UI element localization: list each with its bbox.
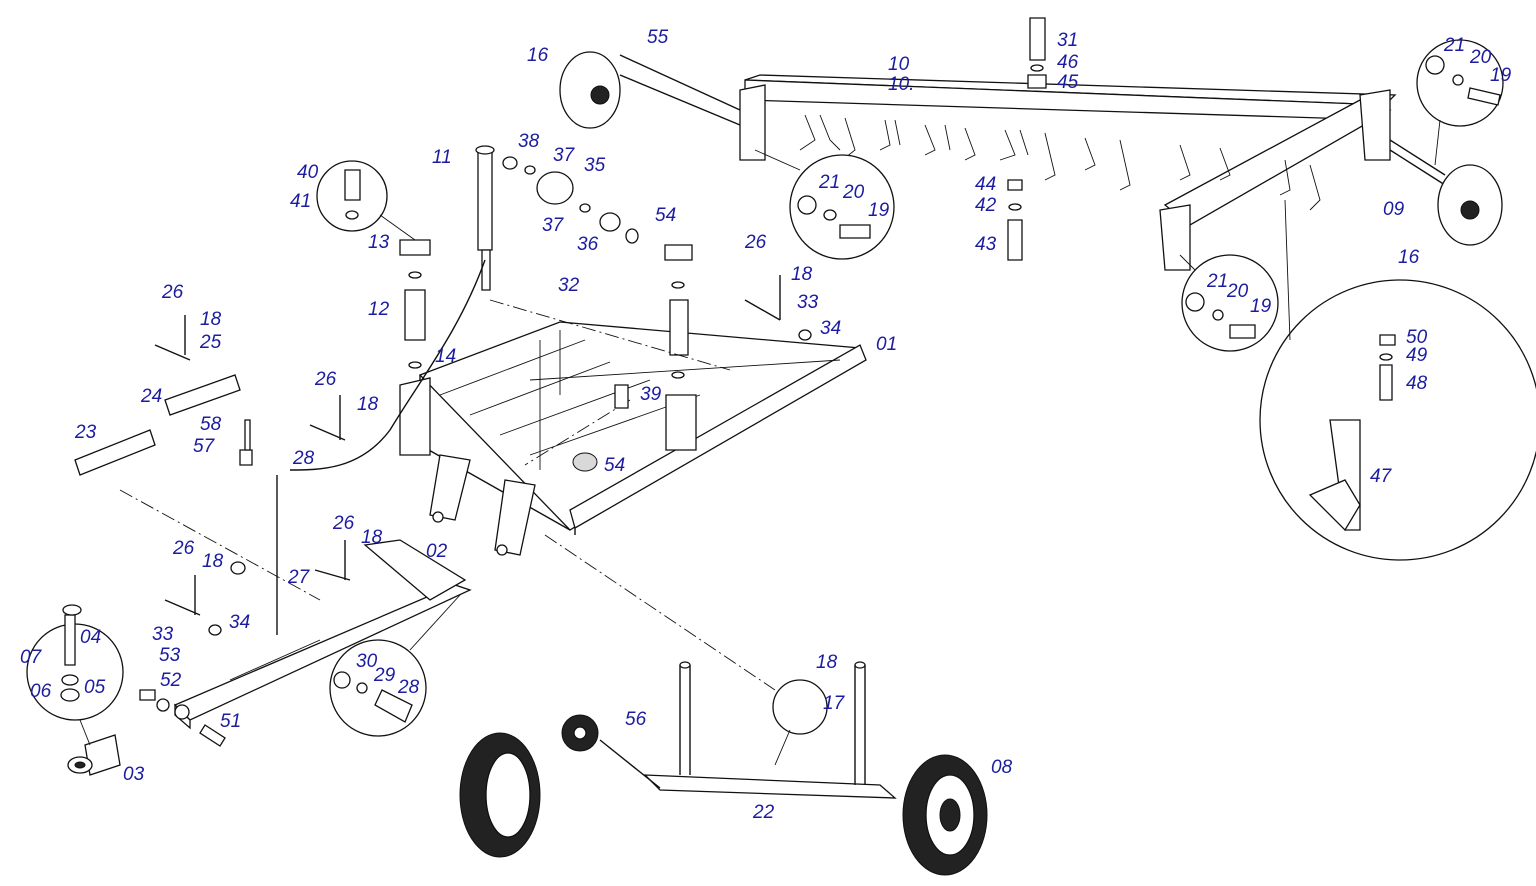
label-09: 09: [1383, 199, 1405, 220]
label-20-c: 20: [1469, 47, 1492, 68]
label-18-b: 18: [357, 394, 379, 415]
label-16-right: 16: [1398, 247, 1420, 268]
label-22: 22: [752, 802, 775, 823]
label-21-c: 21: [1443, 35, 1465, 56]
label-26-c: 26: [332, 513, 355, 534]
label-32: 32: [558, 275, 580, 296]
label-18-f: 18: [816, 652, 838, 673]
label-48: 48: [1406, 373, 1428, 394]
label-18-d: 18: [202, 551, 224, 572]
mast: [289, 145, 495, 471]
label-39: 39: [640, 384, 662, 405]
label-30: 30: [356, 651, 378, 672]
label-28-a: 28: [292, 448, 315, 469]
label-16-left: 16: [527, 45, 549, 66]
label-19-a: 19: [868, 200, 890, 221]
label-37-b: 37: [542, 215, 565, 236]
label-33-b: 33: [152, 624, 174, 645]
label-31: 31: [1057, 30, 1078, 51]
label-19-c: 19: [1490, 65, 1512, 86]
label-01: 01: [876, 334, 897, 355]
hitch-eye: [67, 734, 121, 776]
label-47: 47: [1370, 466, 1393, 487]
label-26-b: 26: [314, 369, 337, 390]
label-07: 07: [20, 647, 43, 668]
label-29: 29: [373, 665, 396, 686]
label-02: 02: [426, 541, 448, 562]
label-10: 10: [888, 54, 910, 75]
label-08: 08: [991, 757, 1013, 778]
disc-right: [1389, 139, 1503, 246]
label-33-a: 33: [797, 292, 819, 313]
label-53: 53: [159, 645, 181, 666]
main-frame: [399, 321, 867, 535]
label-34-b: 34: [229, 612, 250, 633]
label-44: 44: [975, 174, 996, 195]
label-17: 17: [823, 693, 846, 714]
label-35: 35: [584, 155, 606, 176]
drawbar: [156, 539, 472, 730]
label-40: 40: [297, 162, 319, 183]
label-51: 51: [220, 711, 241, 732]
label-28-b: 28: [397, 677, 420, 698]
label-58: 58: [200, 414, 222, 435]
label-49: 49: [1406, 345, 1428, 366]
label-41: 41: [290, 191, 311, 212]
label-56: 56: [625, 709, 647, 730]
label-27: 27: [287, 567, 311, 588]
label-18-c: 18: [361, 527, 383, 548]
label-26-e: 26: [744, 232, 767, 253]
extension-bars: [74, 374, 241, 476]
fasteners: [60, 17, 1501, 747]
label-26-d: 26: [172, 538, 195, 559]
label-19-b: 19: [1250, 296, 1272, 317]
label-37-a: 37: [553, 145, 576, 166]
label-06: 06: [30, 681, 52, 702]
label-26-a: 26: [161, 282, 184, 303]
post-right: [664, 244, 693, 379]
label-11: 11: [432, 147, 452, 168]
label-03: 03: [123, 764, 145, 785]
label-34-a: 34: [820, 318, 841, 339]
label-10-dup: 10.: [888, 74, 914, 95]
label-45: 45: [1057, 72, 1079, 93]
axle: [561, 661, 897, 799]
wheels: [459, 732, 988, 876]
label-42: 42: [975, 195, 997, 216]
label-18-e: 18: [791, 264, 813, 285]
part-labels: 01 02 03 04 05 06 07 08 09 10 10. 11 12 …: [20, 27, 1512, 823]
label-20-b: 20: [1226, 281, 1249, 302]
label-21-a: 21: [818, 172, 840, 193]
rear-toolbar: [739, 74, 1397, 271]
label-24: 24: [140, 386, 162, 407]
label-25: 25: [199, 332, 222, 353]
assembly-lines: [119, 299, 776, 691]
label-38: 38: [518, 131, 540, 152]
label-54-b: 54: [604, 455, 625, 476]
label-43: 43: [975, 234, 997, 255]
label-50: 50: [1406, 327, 1428, 348]
label-36: 36: [577, 234, 599, 255]
label-55: 55: [647, 27, 669, 48]
label-12: 12: [368, 299, 390, 320]
label-20-a: 20: [842, 182, 865, 203]
label-14: 14: [435, 346, 456, 367]
frame-legs: [429, 454, 536, 556]
label-23: 23: [74, 422, 97, 443]
label-05: 05: [84, 677, 106, 698]
disc-left: [559, 51, 741, 129]
label-04: 04: [80, 627, 101, 648]
label-18-a: 18: [200, 309, 222, 330]
label-54-a: 54: [655, 205, 676, 226]
label-57: 57: [193, 436, 216, 457]
label-46: 46: [1057, 52, 1079, 73]
label-21-b: 21: [1206, 271, 1228, 292]
hub-parts: [502, 156, 639, 472]
label-13: 13: [368, 232, 390, 253]
label-52: 52: [160, 670, 182, 691]
post-left: [399, 239, 431, 369]
